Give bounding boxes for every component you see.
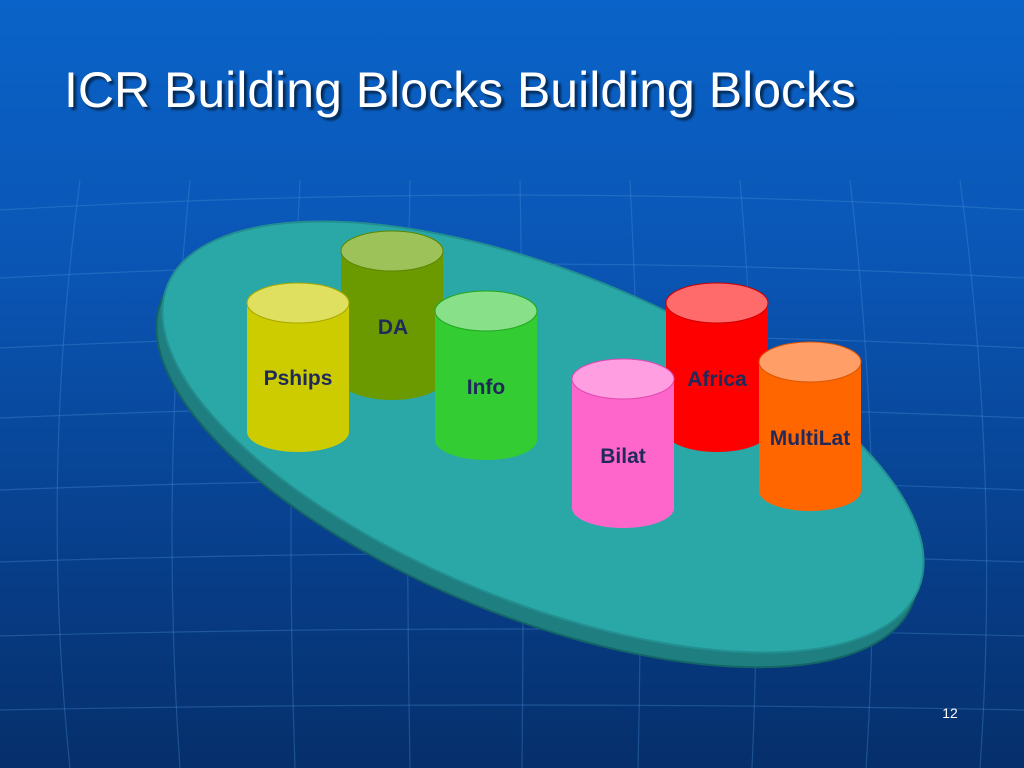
block-da: DA bbox=[340, 230, 444, 400]
block-label-multilat: MultiLat bbox=[770, 427, 850, 450]
block-label-africa: Africa bbox=[687, 368, 747, 391]
block-label-pships: Pships bbox=[264, 367, 333, 390]
block-pships: Pships bbox=[246, 282, 350, 452]
block-label-da: DA bbox=[378, 316, 408, 339]
block-info: Info bbox=[434, 290, 538, 460]
block-multilat: MultiLat bbox=[758, 341, 862, 511]
block-label-info: Info bbox=[467, 376, 505, 399]
block-bilat: Bilat bbox=[571, 358, 675, 528]
slide-page-number: 12 bbox=[942, 705, 958, 721]
block-africa: Africa bbox=[665, 282, 769, 452]
block-label-bilat: Bilat bbox=[600, 445, 646, 468]
slide-title: ICR Building Blocks Building Blocks bbox=[64, 62, 857, 118]
